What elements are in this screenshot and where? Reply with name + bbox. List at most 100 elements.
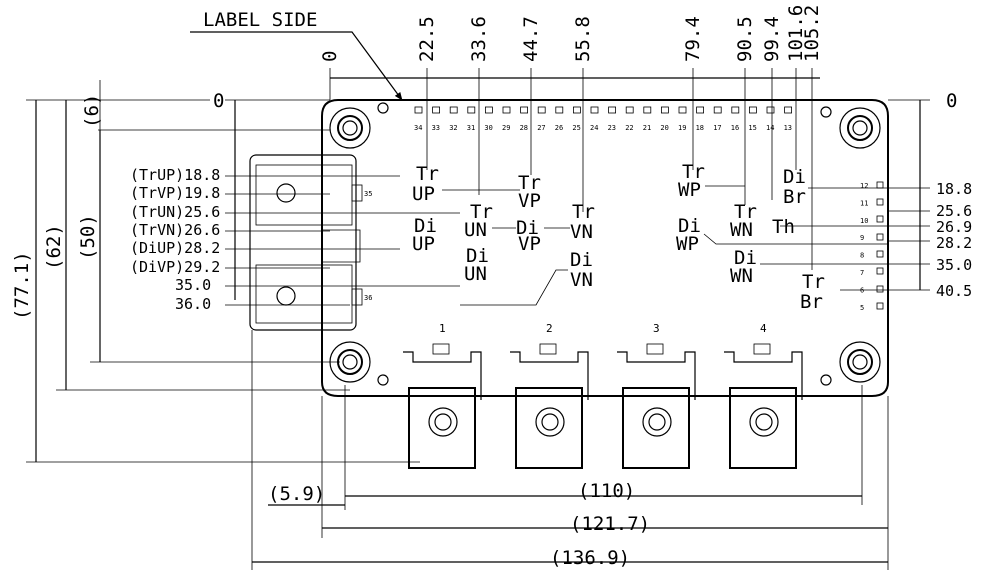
right-pin-number: 8	[860, 252, 864, 260]
top-pin	[520, 106, 528, 114]
right-pin-number: 5	[860, 304, 864, 312]
terminal-number: 4	[760, 322, 767, 335]
top-pin	[784, 106, 792, 114]
top-pin-number: 18	[696, 124, 704, 132]
top-pin-number: 31	[467, 124, 475, 132]
left-dim-trvn: (TrVN)26.6	[130, 221, 220, 239]
right-dim-18-8: 18.8	[936, 180, 972, 198]
power-terminal: 2	[510, 322, 589, 469]
svg-text:WN: WN	[730, 265, 753, 287]
top-dim: 101.6	[785, 5, 807, 62]
vertical-overall-dimensions: (6) (77.1) (62) (50)	[11, 80, 420, 463]
top-pin	[749, 106, 757, 114]
svg-text:WN: WN	[730, 219, 753, 241]
svg-text:Di: Di	[678, 215, 701, 237]
top-pin	[467, 106, 476, 114]
right-pin-number: 11	[860, 199, 868, 207]
right-pin-number: 7	[860, 269, 864, 277]
svg-text:Th: Th	[772, 216, 795, 238]
svg-text:Tr: Tr	[572, 201, 595, 223]
top-pin-number: 29	[502, 124, 510, 132]
top-pin	[696, 106, 704, 114]
terminal-number: 3	[653, 322, 660, 335]
top-dim: 33.6	[468, 16, 490, 62]
left-pin-labels: 35 36	[364, 190, 372, 302]
callout-di-up: DiUP	[412, 215, 437, 255]
top-pin	[502, 106, 511, 114]
top-dim: 90.5	[734, 16, 756, 62]
left-dim-diup: (DiUP)28.2	[130, 239, 220, 257]
top-pin-number: 17	[713, 124, 721, 132]
svg-text:35: 35	[364, 190, 372, 198]
top-pin-number: 34	[414, 124, 422, 132]
svg-text:36: 36	[364, 294, 372, 302]
svg-text:Tr: Tr	[416, 163, 439, 185]
vdim-6: (6)	[81, 94, 103, 128]
right-dim-28-2: 28.2	[936, 234, 972, 252]
svg-text:VN: VN	[570, 221, 593, 243]
top-pin-number: 26	[555, 124, 563, 132]
top-pin-number: 33	[432, 124, 440, 132]
bdim-136-9: (136.9)	[550, 547, 630, 569]
left-dim-0: 0	[213, 90, 224, 112]
left-dim-35: 35.0	[175, 276, 211, 294]
top-pin	[449, 106, 458, 114]
svg-text:Br: Br	[783, 186, 806, 208]
svg-text:UN: UN	[464, 263, 487, 285]
right-pin-number: 10	[860, 217, 868, 225]
svg-text:Di: Di	[570, 249, 593, 271]
bdim-121-7: (121.7)	[570, 513, 650, 535]
callout-tr-up: TrUP	[412, 163, 520, 205]
top-pin	[678, 106, 687, 114]
svg-text:VP: VP	[518, 233, 541, 255]
callout-di-vp: DiVP	[492, 217, 570, 255]
svg-text:Tr: Tr	[734, 201, 757, 223]
right-signal-pins	[876, 181, 884, 310]
svg-text:UP: UP	[412, 233, 435, 255]
svg-text:Di: Di	[414, 215, 437, 237]
top-pin-number: 32	[449, 124, 457, 132]
top-pin-number: 15	[748, 124, 756, 132]
power-terminal: 4	[724, 322, 803, 469]
left-dim-trvp: (TrVP)19.8	[130, 184, 220, 202]
top-pin	[731, 106, 740, 114]
top-pin-number: 25	[572, 124, 580, 132]
mounting-hole-bottom-right	[820, 341, 881, 386]
top-dim: 105.2	[801, 5, 823, 62]
top-pin-number: 20	[660, 124, 668, 132]
bdim-110: (110)	[578, 480, 635, 502]
svg-text:Tr: Tr	[518, 172, 541, 194]
top-pin-number: 22	[625, 124, 633, 132]
mounting-hole-top-left	[329, 102, 389, 149]
top-pin	[643, 106, 652, 114]
top-dim: 44.7	[520, 16, 542, 62]
top-pin-number: 13	[784, 124, 792, 132]
top-pin-number: 23	[608, 124, 616, 132]
label-side-callout: LABEL SIDE	[190, 9, 403, 101]
svg-text:Di: Di	[734, 247, 757, 269]
svg-text:Tr: Tr	[682, 161, 705, 183]
right-pin-number: 6	[860, 286, 864, 294]
power-terminals: 1 2 3 4	[403, 322, 803, 469]
left-dim-divp: (DiVP)29.2	[130, 258, 220, 276]
right-pin-number: 12	[860, 182, 868, 190]
top-pin	[414, 106, 423, 114]
terminal-number: 1	[439, 322, 446, 335]
top-pin	[573, 106, 581, 114]
top-pin-number: 28	[520, 124, 528, 132]
svg-text:Di: Di	[783, 166, 806, 188]
left-dimensions: 0 (TrUP)18.8 (TrVP)19.8 (TrUN)25.6 (TrVN…	[98, 90, 460, 313]
top-pin	[555, 106, 564, 114]
top-pin-number: 14	[766, 124, 774, 132]
svg-text:Di: Di	[516, 217, 539, 239]
top-dim: 55.8	[572, 16, 594, 62]
